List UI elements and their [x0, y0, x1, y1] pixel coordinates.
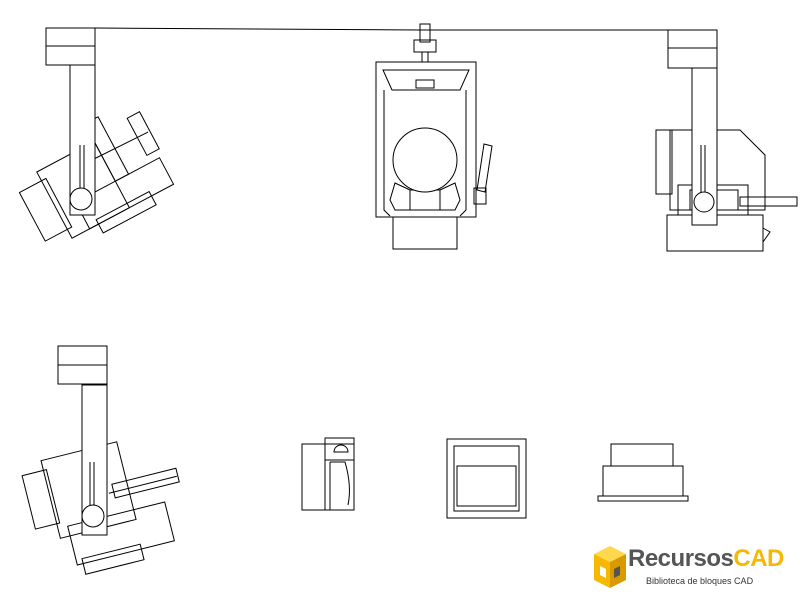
logo-name-part1: Recursos [628, 545, 734, 572]
ceiling-track [94, 27, 717, 31]
surgical-lamp-top-center [375, 23, 493, 250]
cad-block-equipment-side [597, 443, 689, 502]
logo-cube-icon [594, 546, 626, 588]
surgical-lamp-bottom-left [21, 345, 180, 575]
surgical-lamp-top-left [18, 27, 175, 242]
logo-wordmark: RecursosCAD [628, 545, 784, 573]
cad-block-lamp-plan [301, 437, 355, 511]
cad-block-monitor-front [446, 438, 527, 519]
recursoscad-logo: RecursosCAD Biblioteca de bloques CAD [590, 540, 800, 596]
surgical-lamp-top-right [655, 29, 798, 252]
logo-name-part2: CAD [733, 545, 784, 572]
logo-tagline: Biblioteca de bloques CAD [646, 576, 754, 586]
lamp-head-bottom-left [21, 441, 180, 575]
